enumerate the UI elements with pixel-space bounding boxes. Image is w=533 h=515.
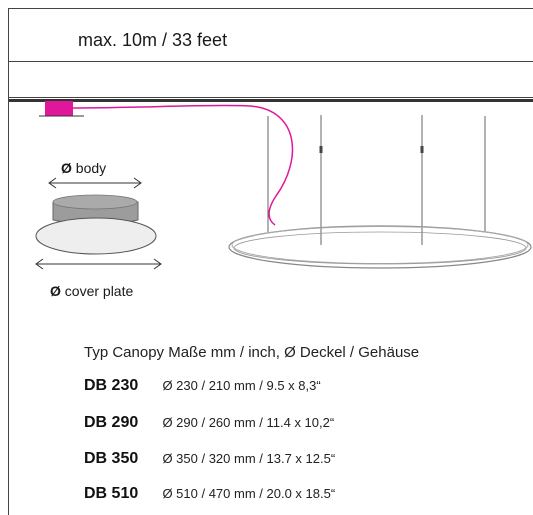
diameter-symbol: Ø — [61, 160, 72, 176]
power-cable — [72, 104, 294, 226]
header-divider — [9, 61, 533, 62]
canopy-dimensions: Ø 350 / 320 mm / 13.7 x 12.5“ — [162, 451, 336, 466]
table-row: DB 350 Ø 350 / 320 mm / 13.7 x 12.5“ — [84, 450, 335, 468]
table-row: DB 510 Ø 510 / 470 mm / 20.0 x 18.5“ — [84, 485, 335, 503]
divider-top — [9, 97, 533, 98]
canopy-type: DB 510 — [84, 485, 139, 502]
canopy-dimensions: Ø 230 / 210 mm / 9.5 x 8,3“ — [162, 378, 321, 393]
diameter-symbol: Ø — [50, 283, 61, 299]
table-row: DB 230 Ø 230 / 210 mm / 9.5 x 8,3“ — [84, 377, 321, 395]
cover-text: cover plate — [64, 283, 134, 299]
canopy-dimensions: Ø 510 / 470 mm / 20.0 x 18.5“ — [162, 486, 336, 501]
table-header: Typ Canopy Maße mm / inch, Ø Deckel / Ge… — [84, 344, 420, 361]
canopy-box — [45, 101, 73, 116]
canopy-type: DB 350 — [84, 450, 139, 467]
body-text: body — [75, 160, 107, 176]
canopy-type: DB 230 — [84, 377, 139, 394]
canopy-type: DB 290 — [84, 414, 139, 431]
wire-gripper — [319, 146, 323, 153]
ring-inner — [231, 226, 529, 264]
body-label: Ø body — [61, 160, 106, 176]
table-row: DB 290 Ø 290 / 260 mm / 11.4 x 10,2“ — [84, 414, 334, 432]
wire-gripper — [420, 146, 424, 153]
ceiling-line — [9, 99, 533, 102]
canopy-dimensions: Ø 290 / 260 mm / 11.4 x 10,2“ — [162, 415, 335, 430]
drawing-frame — [8, 8, 533, 515]
ring-lens — [233, 231, 527, 265]
cover-plate — [35, 217, 157, 255]
cover-label: Ø cover plate — [50, 283, 133, 299]
max-length-label: max. 10m / 33 feet — [78, 30, 228, 50]
